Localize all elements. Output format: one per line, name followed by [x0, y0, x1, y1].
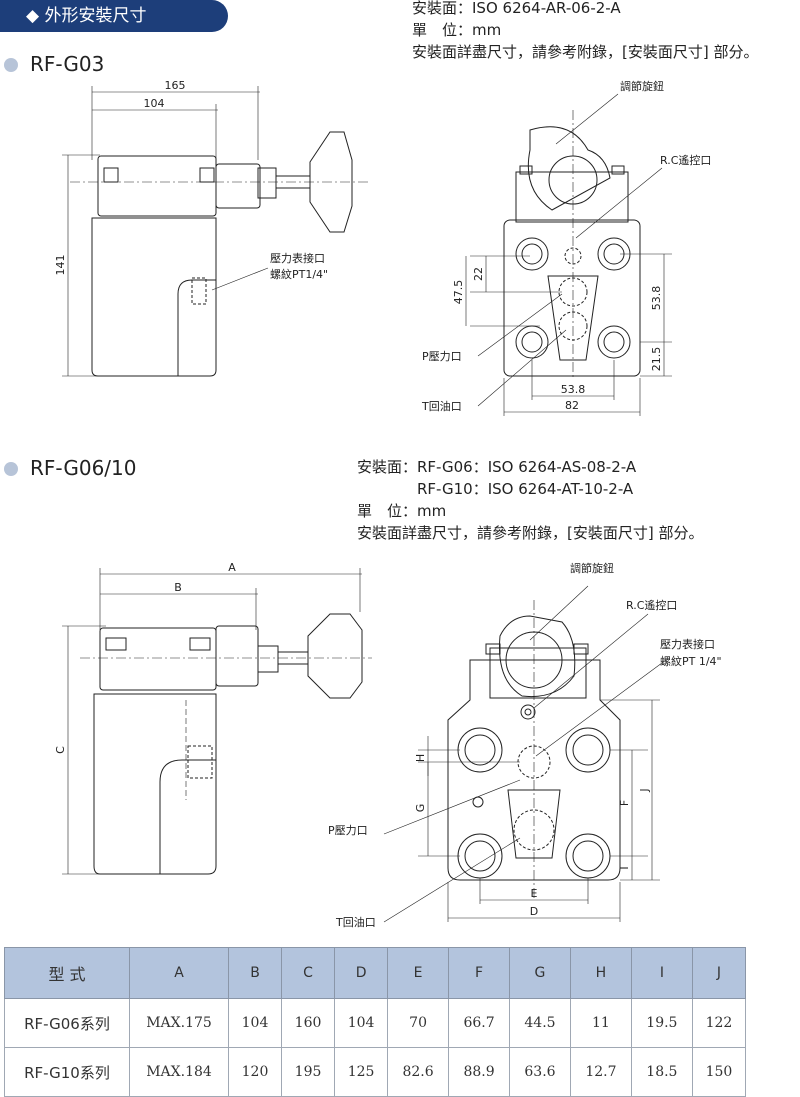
- g03-rc-label: R.C遙控口: [660, 153, 711, 167]
- g0610-knob-label: 調節旋鈕: [570, 561, 614, 575]
- g03-t-label: T回油口: [421, 399, 462, 413]
- g0610-gauge-thread: 螺紋PT 1/4": [660, 654, 722, 668]
- dim-G: G: [414, 804, 427, 813]
- g03-gauge-thread: 螺紋PT1/4": [270, 267, 328, 281]
- header-cell: D: [334, 947, 389, 999]
- drawings: 165 104 141 壓力表接口 螺紋PT1/4": [54, 79, 722, 929]
- model-heading-g03: RF-G03: [4, 52, 104, 76]
- header-cell: 型 式: [4, 947, 130, 999]
- table-cell: 104: [227, 998, 283, 1048]
- table-cell: 195: [281, 1047, 336, 1097]
- section-banner: ◆ 外形安裝尺寸: [0, 0, 228, 32]
- dim-J: J: [638, 788, 651, 792]
- table-cell: 63.6: [509, 1047, 571, 1097]
- header-cell: H: [569, 947, 632, 999]
- dim-A: A: [228, 561, 236, 574]
- table-cell: 44.5: [509, 998, 571, 1048]
- dim-47-5: 47.5: [452, 280, 465, 305]
- g03-p-label: P壓力口: [422, 350, 462, 363]
- dim-C: C: [54, 746, 67, 754]
- table-row: RF-G10系列 MAX.184 120 195 125 82.6 88.9 6…: [4, 1047, 747, 1097]
- g0610-rc-label: R.C遙控口: [626, 598, 677, 612]
- dim-82: 82: [565, 399, 579, 412]
- dim-B: B: [174, 581, 182, 594]
- model-cell: RF-G06系列: [4, 998, 130, 1048]
- header-cell: E: [387, 947, 450, 999]
- g0610-front-view: 調節旋鈕 R.C遙控口 壓力表接口 螺紋PT 1/4" P壓力口 T回油口 H …: [328, 561, 722, 929]
- dim-21-5: 21.5: [650, 347, 663, 372]
- header-cell: B: [227, 947, 283, 999]
- g03-side-view: 165 104 141 壓力表接口 螺紋PT1/4": [54, 79, 370, 377]
- table-cell: 19.5: [630, 998, 693, 1048]
- dim-H: H: [414, 754, 427, 762]
- header-cell: I: [630, 947, 693, 999]
- table-cell: 12.7: [569, 1047, 632, 1097]
- bullet-icon: [4, 462, 18, 476]
- spec-g0610: 安裝面：RF-G06：ISO 6264-AS-08-2-A RF-G10：ISO…: [357, 458, 704, 542]
- table-row: RF-G06系列 MAX.175 104 160 104 70 66.7 44.…: [4, 998, 747, 1048]
- table-cell: 104: [334, 998, 389, 1048]
- table-header-row: 型 式 A B C D E F G H I J: [4, 947, 747, 999]
- dim-F: F: [618, 800, 631, 806]
- dim-53-8-h: 53.8: [561, 383, 586, 396]
- g0610-p-label: P壓力口: [328, 824, 368, 837]
- table-cell: 70: [387, 998, 450, 1048]
- dim-I: I: [618, 866, 631, 869]
- header-cell: G: [509, 947, 571, 999]
- g0610-t-label: T回油口: [335, 915, 376, 929]
- dim-53-8-v: 53.8: [650, 286, 663, 311]
- header-cell: F: [448, 947, 510, 999]
- dim-141: 141: [54, 255, 67, 276]
- table-cell: 11: [569, 998, 632, 1048]
- table-cell: 125: [334, 1047, 389, 1097]
- table-cell: MAX.184: [129, 1047, 229, 1097]
- g03-knob-label: 調節旋鈕: [620, 79, 664, 93]
- dimension-table: 型 式 A B C D E F G H I J RF-G06系列 MAX.175…: [4, 947, 747, 1097]
- g0610-side-view: A B C: [54, 561, 372, 875]
- model-heading-g0610: RF-G06/10: [4, 456, 136, 480]
- header-cell: C: [281, 947, 336, 999]
- table-cell: 66.7: [448, 998, 510, 1048]
- dim-D: D: [530, 905, 538, 918]
- table-cell: 82.6: [387, 1047, 450, 1097]
- g03-gauge-label: 壓力表接口: [270, 251, 325, 265]
- table-cell: 18.5: [630, 1047, 693, 1097]
- table-cell: 160: [281, 998, 336, 1048]
- dim-104: 104: [144, 97, 165, 110]
- bullet-icon: [4, 58, 18, 72]
- g03-front-view: 調節旋鈕 R.C遙控口 22 47.5 53.8 21.5 53.8 82 P壓…: [421, 79, 711, 416]
- dim-22: 22: [472, 267, 485, 281]
- dim-E: E: [531, 887, 538, 900]
- table-cell: 120: [227, 1047, 283, 1097]
- table-cell: 122: [691, 998, 747, 1048]
- header-cell: J: [691, 947, 747, 999]
- table-cell: 150: [691, 1047, 747, 1097]
- table-cell: MAX.175: [129, 998, 229, 1048]
- model-cell: RF-G10系列: [4, 1047, 130, 1097]
- table-cell: 88.9: [448, 1047, 510, 1097]
- dim-165: 165: [165, 79, 186, 92]
- g0610-gauge-label: 壓力表接口: [660, 637, 715, 651]
- header-cell: A: [129, 947, 229, 999]
